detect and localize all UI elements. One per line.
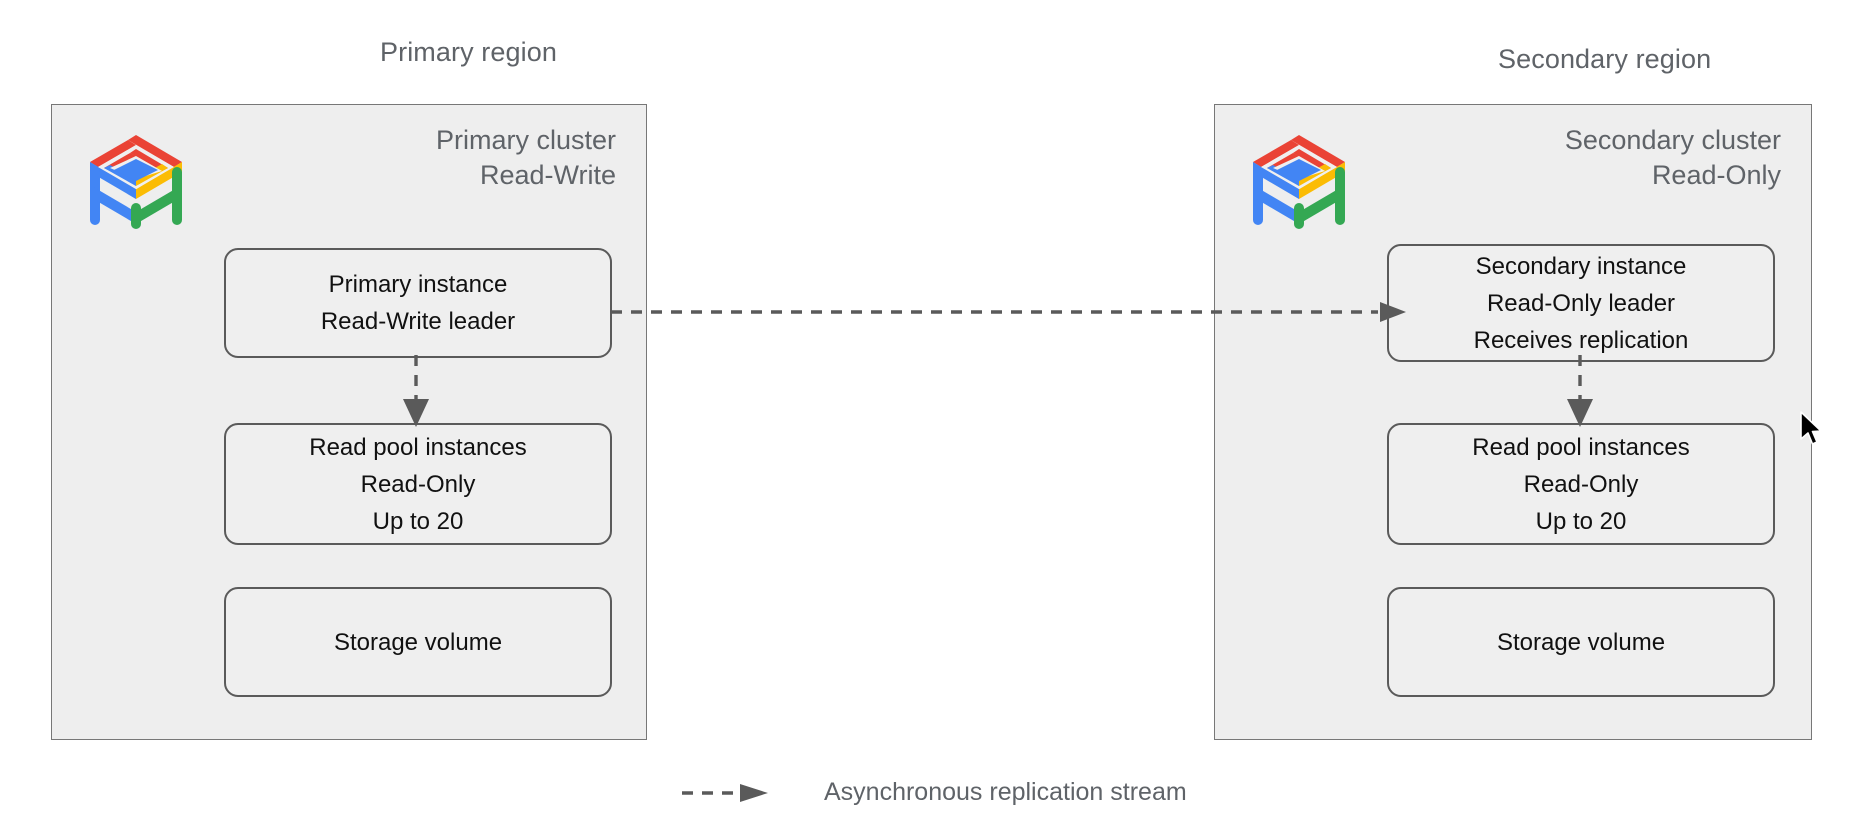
primary-region-title: Primary region (380, 37, 557, 67)
node-primary-instance[interactable]: Primary instance Read-Write leader (224, 248, 612, 358)
node-secondary-storage-volume[interactable]: Storage volume (1387, 587, 1775, 697)
mouse-pointer-icon (1800, 411, 1822, 445)
node-primary-read-pool[interactable]: Read pool instances Read-Only Up to 20 (224, 423, 612, 545)
legend: Asynchronous replication stream (680, 778, 1187, 807)
primary-cluster-heading: Primary cluster Read-Write (435, 125, 616, 190)
node-secondary-read-pool-label: Read pool instances Read-Only Up to 20 (1472, 433, 1690, 535)
primary-cluster-panel: Primary cluster Read-Write Primary insta… (51, 104, 647, 740)
node-secondary-storage-volume-label: Storage volume (1496, 628, 1666, 656)
node-secondary-instance[interactable]: Secondary instance Read-Only leader Rece… (1387, 244, 1775, 362)
node-secondary-instance-label: Secondary instance Read-Only leader Rece… (1473, 252, 1689, 354)
secondary-region-title: Secondary region (1498, 44, 1712, 74)
alloydb-logo-icon (1253, 135, 1345, 229)
node-secondary-read-pool[interactable]: Read pool instances Read-Only Up to 20 (1387, 423, 1775, 545)
node-primary-instance-label: Primary instance Read-Write leader (320, 271, 516, 335)
node-primary-read-pool-label: Read pool instances Read-Only Up to 20 (309, 433, 527, 535)
node-primary-storage-volume-label: Storage volume (333, 628, 503, 656)
alloydb-logo-icon (90, 135, 182, 229)
secondary-cluster-panel: Secondary cluster Read-Only Secondary in… (1214, 104, 1812, 740)
legend-label: Asynchronous replication stream (824, 778, 1187, 806)
node-primary-storage-volume[interactable]: Storage volume (224, 587, 612, 697)
legend-dashed-arrow-icon (682, 783, 768, 802)
secondary-cluster-heading: Secondary cluster Read-Only (1564, 125, 1781, 190)
